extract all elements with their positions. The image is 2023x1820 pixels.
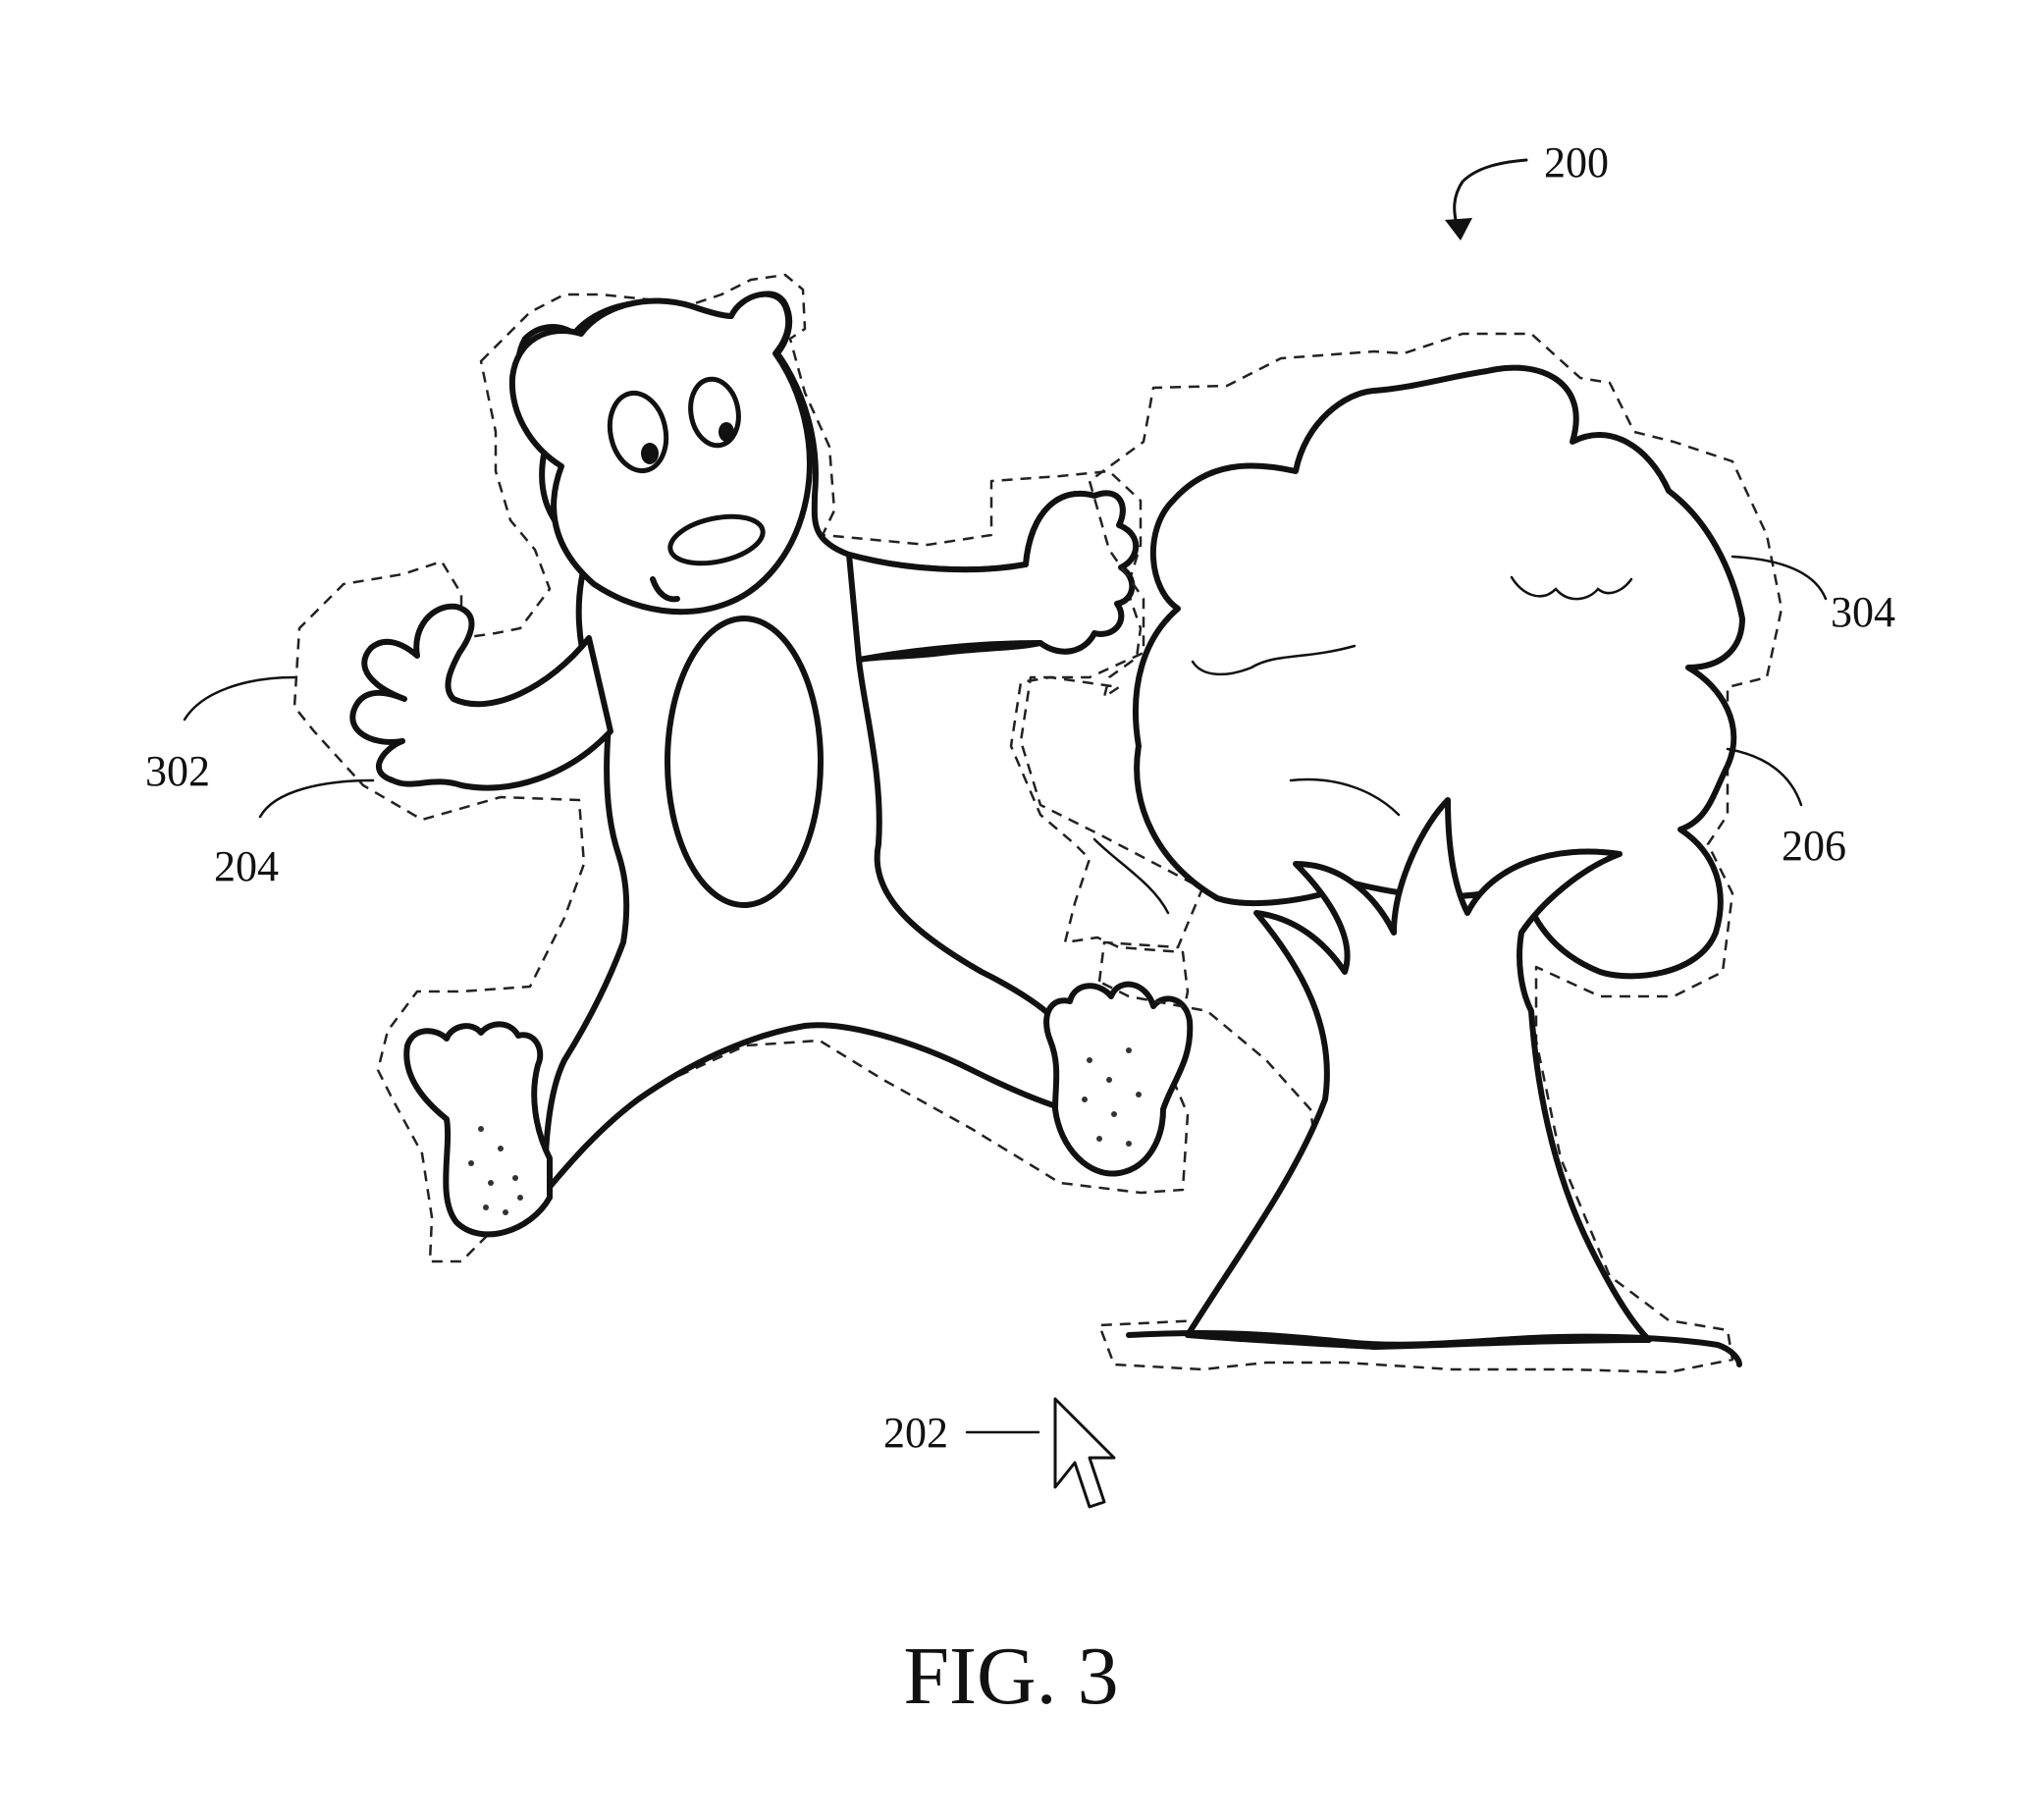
bear-right-foot: [1046, 985, 1190, 1174]
bear-sticker: [294, 275, 1190, 1261]
bear-belly: [667, 618, 821, 905]
tree-branch-detail-2: [1094, 839, 1168, 913]
leader-200-arrow: [1455, 160, 1526, 228]
leader-200-arrowhead: [1445, 218, 1472, 241]
cursor-arrow-icon: [1055, 1399, 1114, 1507]
ref-label-202: 202: [883, 1409, 948, 1457]
ref-label-204: 204: [214, 842, 279, 890]
leader-302: [185, 677, 294, 720]
ref-label-200: 200: [1544, 138, 1609, 187]
ref-label-206: 206: [1782, 822, 1846, 870]
ref-label-304: 304: [1831, 588, 1895, 636]
bear-right-pupil: [719, 422, 734, 442]
figure-caption: FIG. 3: [903, 1631, 1118, 1722]
leader-204: [260, 780, 373, 817]
bear-left-pupil: [641, 443, 659, 464]
leader-206: [1728, 749, 1801, 805]
tree-sticker: [1021, 334, 1782, 1372]
ref-label-302: 302: [145, 747, 210, 795]
bear-left-hand: [352, 607, 611, 788]
